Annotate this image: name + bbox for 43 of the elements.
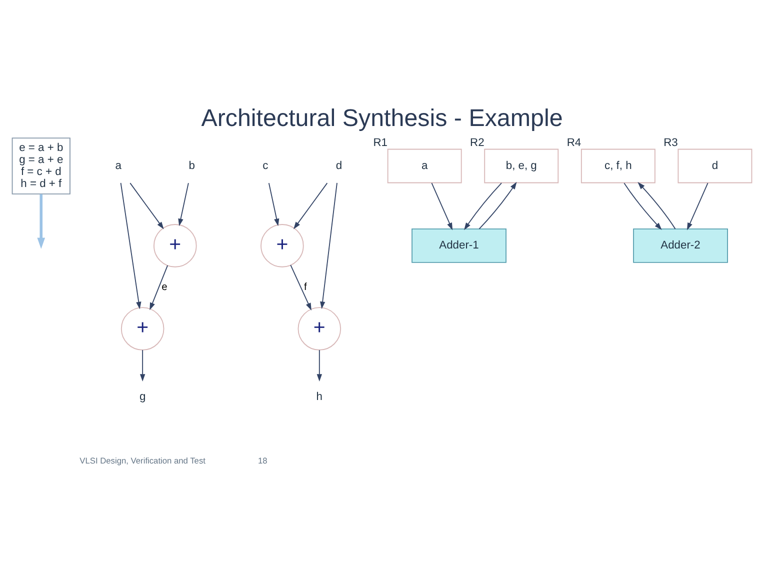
arrow bbox=[140, 349, 146, 382]
arrow bbox=[290, 264, 312, 310]
node-text: b bbox=[188, 159, 196, 172]
label: 18 bbox=[258, 455, 268, 466]
node-box: d bbox=[678, 148, 752, 183]
edge-label: f bbox=[304, 281, 307, 292]
node-text: a bbox=[115, 159, 122, 172]
node-label: R3 bbox=[664, 136, 678, 149]
arrow bbox=[120, 182, 142, 309]
label: VLSI Design, Verification and Test bbox=[80, 455, 206, 466]
node-label: R1 bbox=[373, 136, 388, 149]
node-text: h bbox=[316, 390, 323, 403]
arrow bbox=[130, 182, 164, 229]
arrow bbox=[464, 182, 502, 230]
node-circle: + bbox=[154, 224, 197, 267]
arrow bbox=[316, 349, 322, 382]
arrow bbox=[624, 182, 662, 230]
node-circle: + bbox=[260, 224, 304, 267]
node-circle: + bbox=[298, 306, 342, 350]
arrow bbox=[478, 181, 517, 229]
node-box: Adder-1 bbox=[412, 228, 506, 262]
arrow bbox=[268, 182, 280, 226]
node-box: b, e, g bbox=[484, 148, 559, 183]
edge-label: e bbox=[162, 281, 168, 292]
node-box: c, f, h bbox=[580, 148, 656, 183]
node-text: g bbox=[139, 390, 146, 403]
arrow bbox=[320, 182, 338, 309]
node-label: R4 bbox=[566, 136, 582, 149]
node-text: d bbox=[336, 159, 342, 172]
arrow bbox=[150, 264, 168, 310]
arrow bbox=[431, 182, 453, 230]
node-label: R2 bbox=[470, 136, 484, 149]
arrow bbox=[293, 182, 328, 229]
node-text: c bbox=[262, 159, 268, 172]
node-box: e = a + b g = a + e f = c + d h = d + f bbox=[12, 137, 70, 194]
arrow bbox=[638, 182, 676, 229]
diagram-title: Architectural Synthesis - Example bbox=[201, 104, 563, 132]
arrow bbox=[37, 194, 46, 248]
arrow bbox=[686, 182, 708, 230]
node-box: a bbox=[387, 148, 462, 183]
node-box: Adder-2 bbox=[633, 228, 728, 262]
arrow bbox=[178, 182, 189, 226]
node-circle: + bbox=[120, 306, 164, 350]
